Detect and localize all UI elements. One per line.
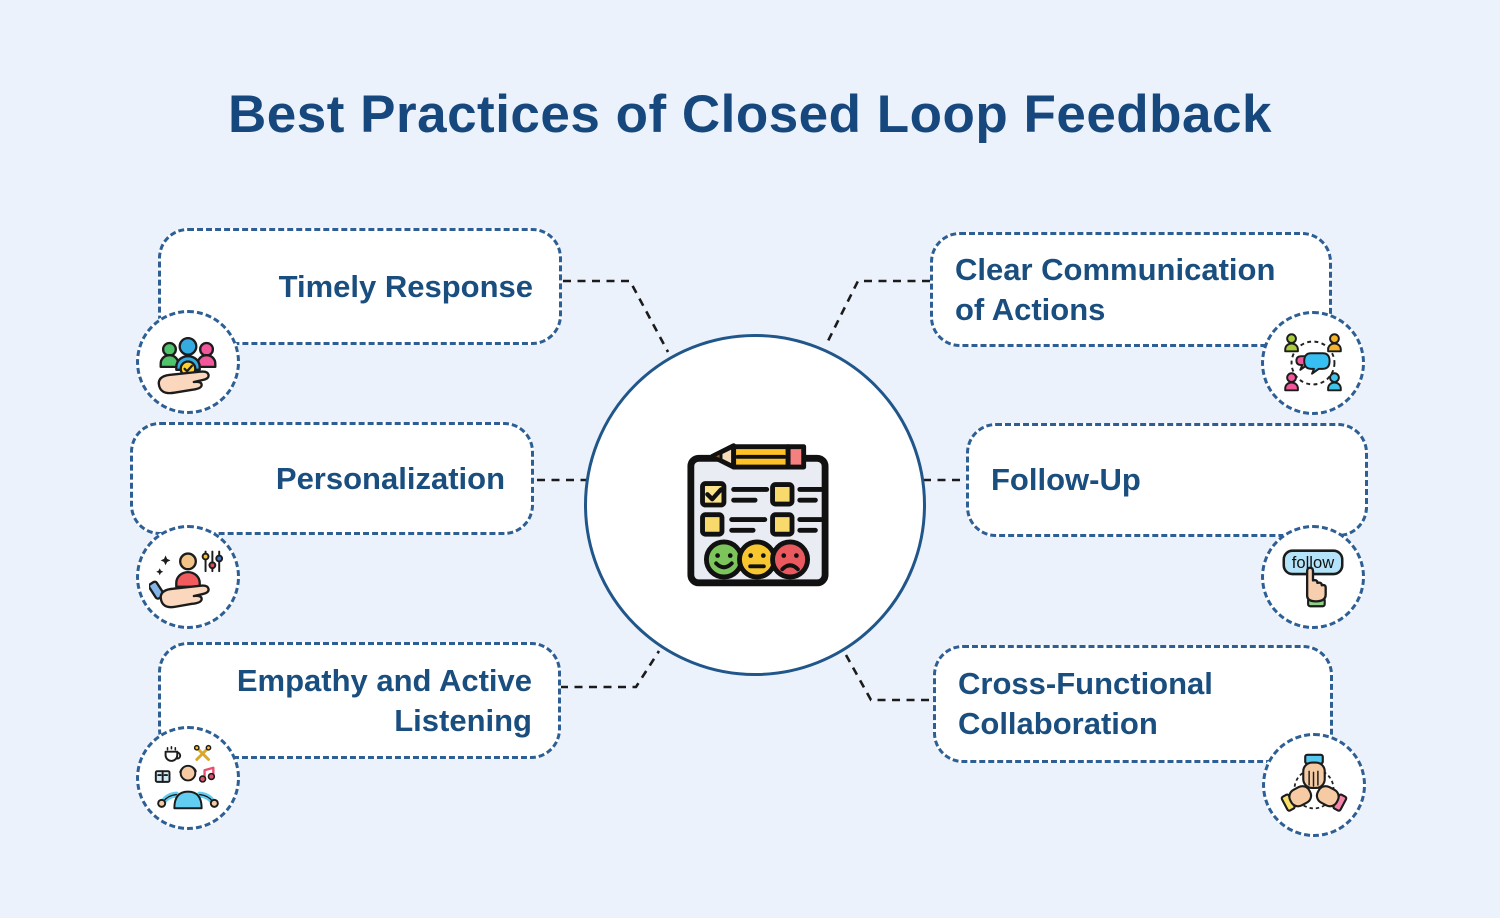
connector-timely-response (563, 279, 670, 353)
follow-button-icon: follow (1261, 525, 1365, 629)
node-box-follow-up: Follow-Up (966, 423, 1368, 537)
node-box-cross-functional: Cross-Functional Collaboration (933, 645, 1333, 763)
node-box-clear-communication: Clear Communication of Actions (930, 232, 1332, 347)
node-label-follow-up: Follow-Up (991, 462, 1141, 498)
node-label-empathy-active-listening: Empathy and Active Listening (236, 662, 532, 738)
connector-empathy (560, 650, 661, 689)
connector-clear-communication (824, 279, 930, 346)
page-title: Best Practices of Closed Loop Feedback (228, 85, 1272, 144)
node-label-cross-functional: Cross-Functional Collaboration (958, 666, 1213, 741)
node-label-clear-communication: Clear Communication of Actions (955, 251, 1276, 327)
node-label-personalization: Personalization (275, 460, 505, 496)
node-label-timely-response: Timely Response (278, 268, 533, 304)
connector-cross-functional (844, 654, 932, 702)
node-box-personalization: Personalization (130, 422, 534, 535)
group-discussion-icon (1261, 311, 1365, 415)
follow-button-text: follow (1292, 553, 1334, 572)
personal-service-icon (136, 525, 240, 629)
feedback-survey-icon (650, 398, 864, 612)
node-box-empathy-active-listening: Empathy and Active Listening (158, 642, 561, 759)
people-in-hand-icon (136, 310, 240, 414)
hands-together-icon (1262, 733, 1366, 837)
open-arms-person-icon (136, 726, 240, 830)
